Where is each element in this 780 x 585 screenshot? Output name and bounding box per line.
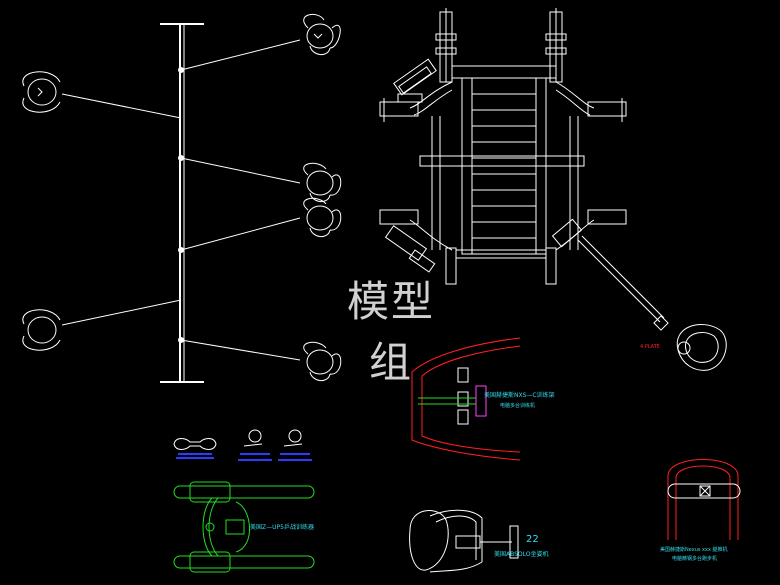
plate-station — [676, 324, 727, 371]
absolo-number: 22 — [526, 534, 539, 545]
zup5-machine — [173, 481, 315, 573]
red-chair-label-line2: 电脑精钢多台跑步机 — [672, 556, 718, 562]
rope-line — [61, 299, 182, 326]
red-chair-label-line1: 美国赫捷斯Nexus xxx 腿推机 — [660, 547, 728, 553]
nxs-label-line2: 电脑多台训练机 — [500, 403, 536, 409]
red-chair-machine — [667, 459, 741, 540]
rope-line — [180, 157, 301, 184]
pole-assembly — [61, 23, 301, 383]
absolo-machine — [409, 509, 519, 573]
absolo-label: 美国ABSOLO坐姿机 — [494, 551, 549, 558]
multi-station-machine — [379, 8, 669, 331]
plate-label: 4 PLATE — [640, 344, 660, 350]
zup5-label: 美国Z—UP5乒战训练器 — [250, 524, 314, 531]
person-figures — [22, 13, 342, 381]
rope-line — [61, 93, 182, 119]
rope-line — [180, 339, 301, 361]
rope-line — [180, 39, 301, 71]
rope-line — [180, 217, 301, 251]
handle-items — [173, 429, 312, 461]
nxs-label-line1: 美国赫捷斯NXS—C训练架 — [484, 392, 555, 399]
nxs-machine — [411, 337, 521, 461]
